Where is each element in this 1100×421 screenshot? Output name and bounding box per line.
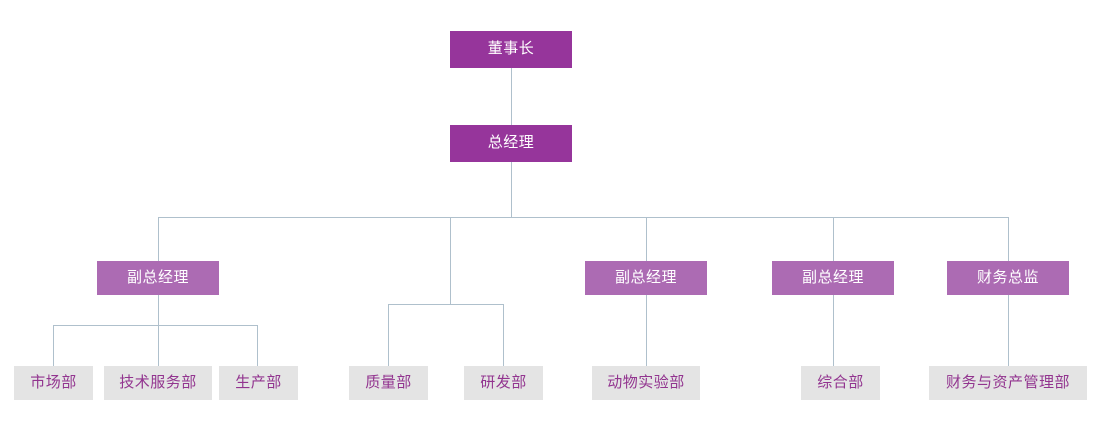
- node-dept-rnd[interactable]: 研发部: [464, 366, 543, 400]
- connector-drop-quality: [388, 304, 389, 366]
- connector-drop-marketing: [53, 325, 54, 366]
- connector-chairman-to-gm: [511, 68, 512, 125]
- connector-drop-finance-director: [1008, 217, 1009, 261]
- connector-gm-trunk: [511, 162, 512, 218]
- connector-drop-quality-rnd-branch: [450, 217, 451, 304]
- connector-quality-rnd-bus: [388, 304, 504, 305]
- connector-drop-production: [257, 325, 258, 366]
- node-deputy-gm-3[interactable]: 副总经理: [772, 261, 894, 295]
- node-dept-general-affairs[interactable]: 综合部: [801, 366, 880, 400]
- node-dept-finance-asset[interactable]: 财务与资产管理部: [929, 366, 1087, 400]
- node-dept-marketing[interactable]: 市场部: [14, 366, 93, 400]
- node-finance-director[interactable]: 财务总监: [947, 261, 1069, 295]
- node-general-manager[interactable]: 总经理: [450, 125, 572, 162]
- connector-main-bus: [158, 217, 1009, 218]
- node-dept-tech-service[interactable]: 技术服务部: [104, 366, 212, 400]
- connector-drop-deputy-gm-2: [646, 217, 647, 261]
- node-dept-animal-lab[interactable]: 动物实验部: [592, 366, 700, 400]
- node-chairman[interactable]: 董事长: [450, 31, 572, 68]
- node-dept-quality[interactable]: 质量部: [349, 366, 428, 400]
- connector-drop-deputy-gm-1: [158, 217, 159, 261]
- connector-drop-deputy-gm-3: [833, 217, 834, 261]
- connector-deputy-gm-3-to-general-affairs: [833, 295, 834, 366]
- connector-deputy-gm-1-bus: [53, 325, 258, 326]
- node-deputy-gm-2[interactable]: 副总经理: [585, 261, 707, 295]
- node-deputy-gm-1[interactable]: 副总经理: [97, 261, 219, 295]
- connector-drop-rnd: [503, 304, 504, 366]
- connector-deputy-gm-1-stem: [158, 295, 159, 325]
- connector-drop-tech-service: [158, 325, 159, 366]
- connector-deputy-gm-2-to-animal-lab: [646, 295, 647, 366]
- node-dept-production[interactable]: 生产部: [219, 366, 298, 400]
- connector-finance-director-to-finance-asset: [1008, 295, 1009, 366]
